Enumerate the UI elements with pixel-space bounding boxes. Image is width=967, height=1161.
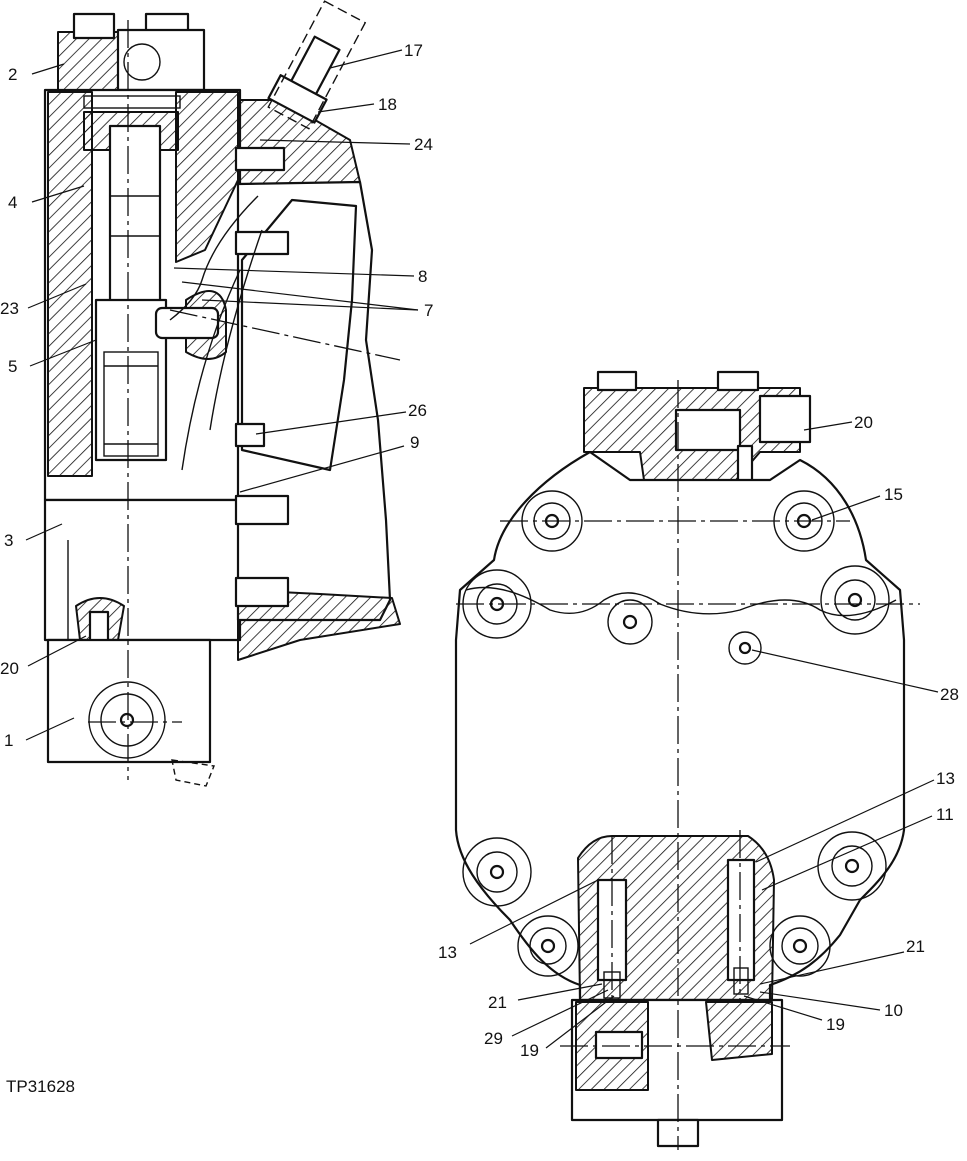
spring	[103, 351, 159, 457]
callout-20-left: 20	[0, 659, 19, 678]
callout-5: 5	[8, 357, 17, 376]
callout-2: 2	[8, 65, 17, 84]
bottom-plug	[594, 1030, 644, 1060]
callout-7: 7	[424, 301, 433, 320]
callout-21-right: 21	[906, 937, 925, 956]
callout-21-left: 21	[488, 993, 507, 1012]
bolt-stub-1	[234, 230, 290, 256]
callout-24: 24	[414, 135, 433, 154]
end-block	[43, 498, 242, 642]
callout-20-right: 20	[854, 413, 873, 432]
callout-29: 29	[484, 1029, 503, 1048]
callout-1: 1	[4, 731, 13, 750]
casing-bottom	[237, 589, 401, 661]
callout-18: 18	[378, 95, 397, 114]
callout-9: 9	[410, 433, 419, 452]
top-bolt-head-1	[596, 370, 638, 392]
callout-11: 11	[936, 805, 954, 824]
body-wall-left	[47, 91, 93, 477]
callout-10: 10	[884, 1001, 903, 1020]
callout-3: 3	[4, 531, 13, 550]
body-wall-right	[175, 91, 239, 263]
callout-labels: 2 4 23 5 3 20 1 17 18 24 8 7 26 9 20 15 …	[0, 41, 959, 1060]
side-section-view	[43, 0, 401, 787]
bolt-stub-24	[234, 146, 286, 172]
end-view	[454, 370, 920, 1150]
mounting-block	[46, 638, 212, 764]
callout-23: 23	[0, 299, 19, 318]
cross-pin	[154, 306, 220, 340]
spring-chamber	[94, 298, 168, 462]
bolt-stub-lower-2	[234, 576, 290, 608]
callout-13-right: 13	[936, 769, 955, 788]
callout-19-right: 19	[826, 1015, 845, 1034]
callout-8: 8	[418, 267, 427, 286]
cap-screw-head-left	[72, 12, 116, 40]
callout-26: 26	[408, 401, 427, 420]
leader-lines	[25, 49, 939, 1049]
bolt-stub-lower-1	[234, 494, 290, 526]
top-cap-right	[116, 28, 206, 92]
top-cap-left	[57, 31, 119, 91]
spool-bore	[108, 124, 162, 304]
callout-13-left: 13	[438, 943, 457, 962]
top-pin	[736, 444, 754, 484]
figure-id: TP31628	[6, 1077, 75, 1096]
right-valve-bore	[726, 858, 756, 982]
top-valve-bore	[674, 408, 742, 452]
top-bolt-head-2	[716, 370, 760, 392]
bolt-stub-26	[234, 422, 266, 448]
callout-28: 28	[940, 685, 959, 704]
callout-19-left: 19	[520, 1041, 539, 1060]
callout-17: 17	[404, 41, 423, 60]
bolt-circle	[123, 43, 161, 81]
top-plug-20	[758, 394, 812, 444]
callout-4: 4	[8, 193, 17, 212]
callout-15: 15	[884, 485, 903, 504]
bottom-cap-right-hatch	[705, 1001, 773, 1061]
